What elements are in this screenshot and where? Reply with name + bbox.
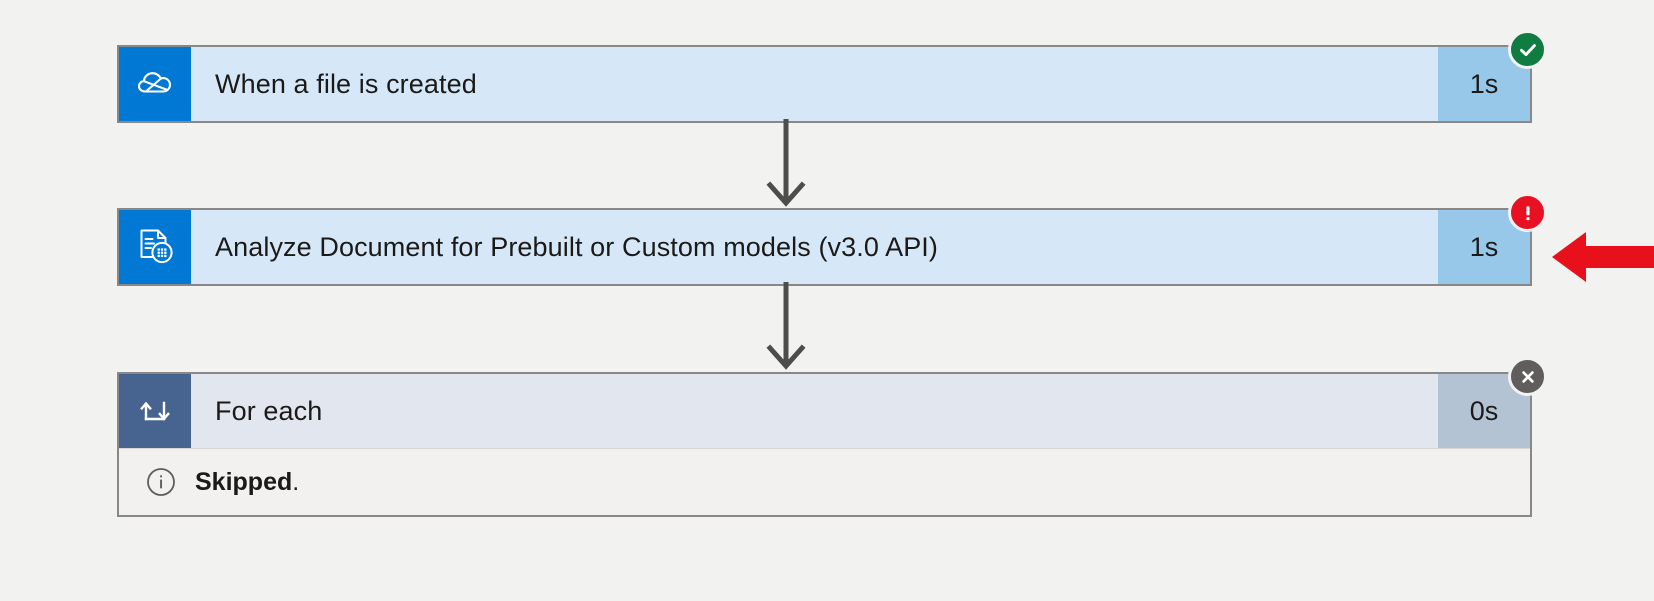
flow-step-card-analyze-document[interactable]: Analyze Document for Prebuilt or Custom … [117,193,1547,286]
step-duration: 0s [1438,374,1530,448]
flow-step-card-for-each[interactable]: For each 0s Skipped. [117,357,1547,517]
step-title: When a file is created [215,68,477,99]
card-header[interactable]: Analyze Document for Prebuilt or Custom … [119,210,1530,284]
info-circle-icon [147,468,175,496]
form-recognizer-document-icon [119,210,191,284]
annotation-pointer-arrow-left [1552,232,1654,282]
card-header[interactable]: When a file is created 1s [119,47,1530,121]
check-circle-icon [1508,30,1547,69]
note-punctuation: . [292,467,300,496]
loop-foreach-icon [119,374,191,448]
connector-arrow-2 [766,282,806,370]
flow-step-card-trigger[interactable]: When a file is created 1s [117,30,1547,123]
step-status-note: Skipped. [119,448,1530,515]
note-text: Skipped. [195,468,299,497]
note-label: Skipped [195,467,293,496]
connector-arrow-1 [766,119,806,207]
step-title: For each [215,395,323,426]
close-circle-icon [1508,357,1547,396]
onedrive-cloud-icon [119,47,191,121]
step-title: Analyze Document for Prebuilt or Custom … [215,231,938,262]
card-header[interactable]: For each 0s [119,374,1530,448]
error-exclamation-icon [1508,193,1547,232]
